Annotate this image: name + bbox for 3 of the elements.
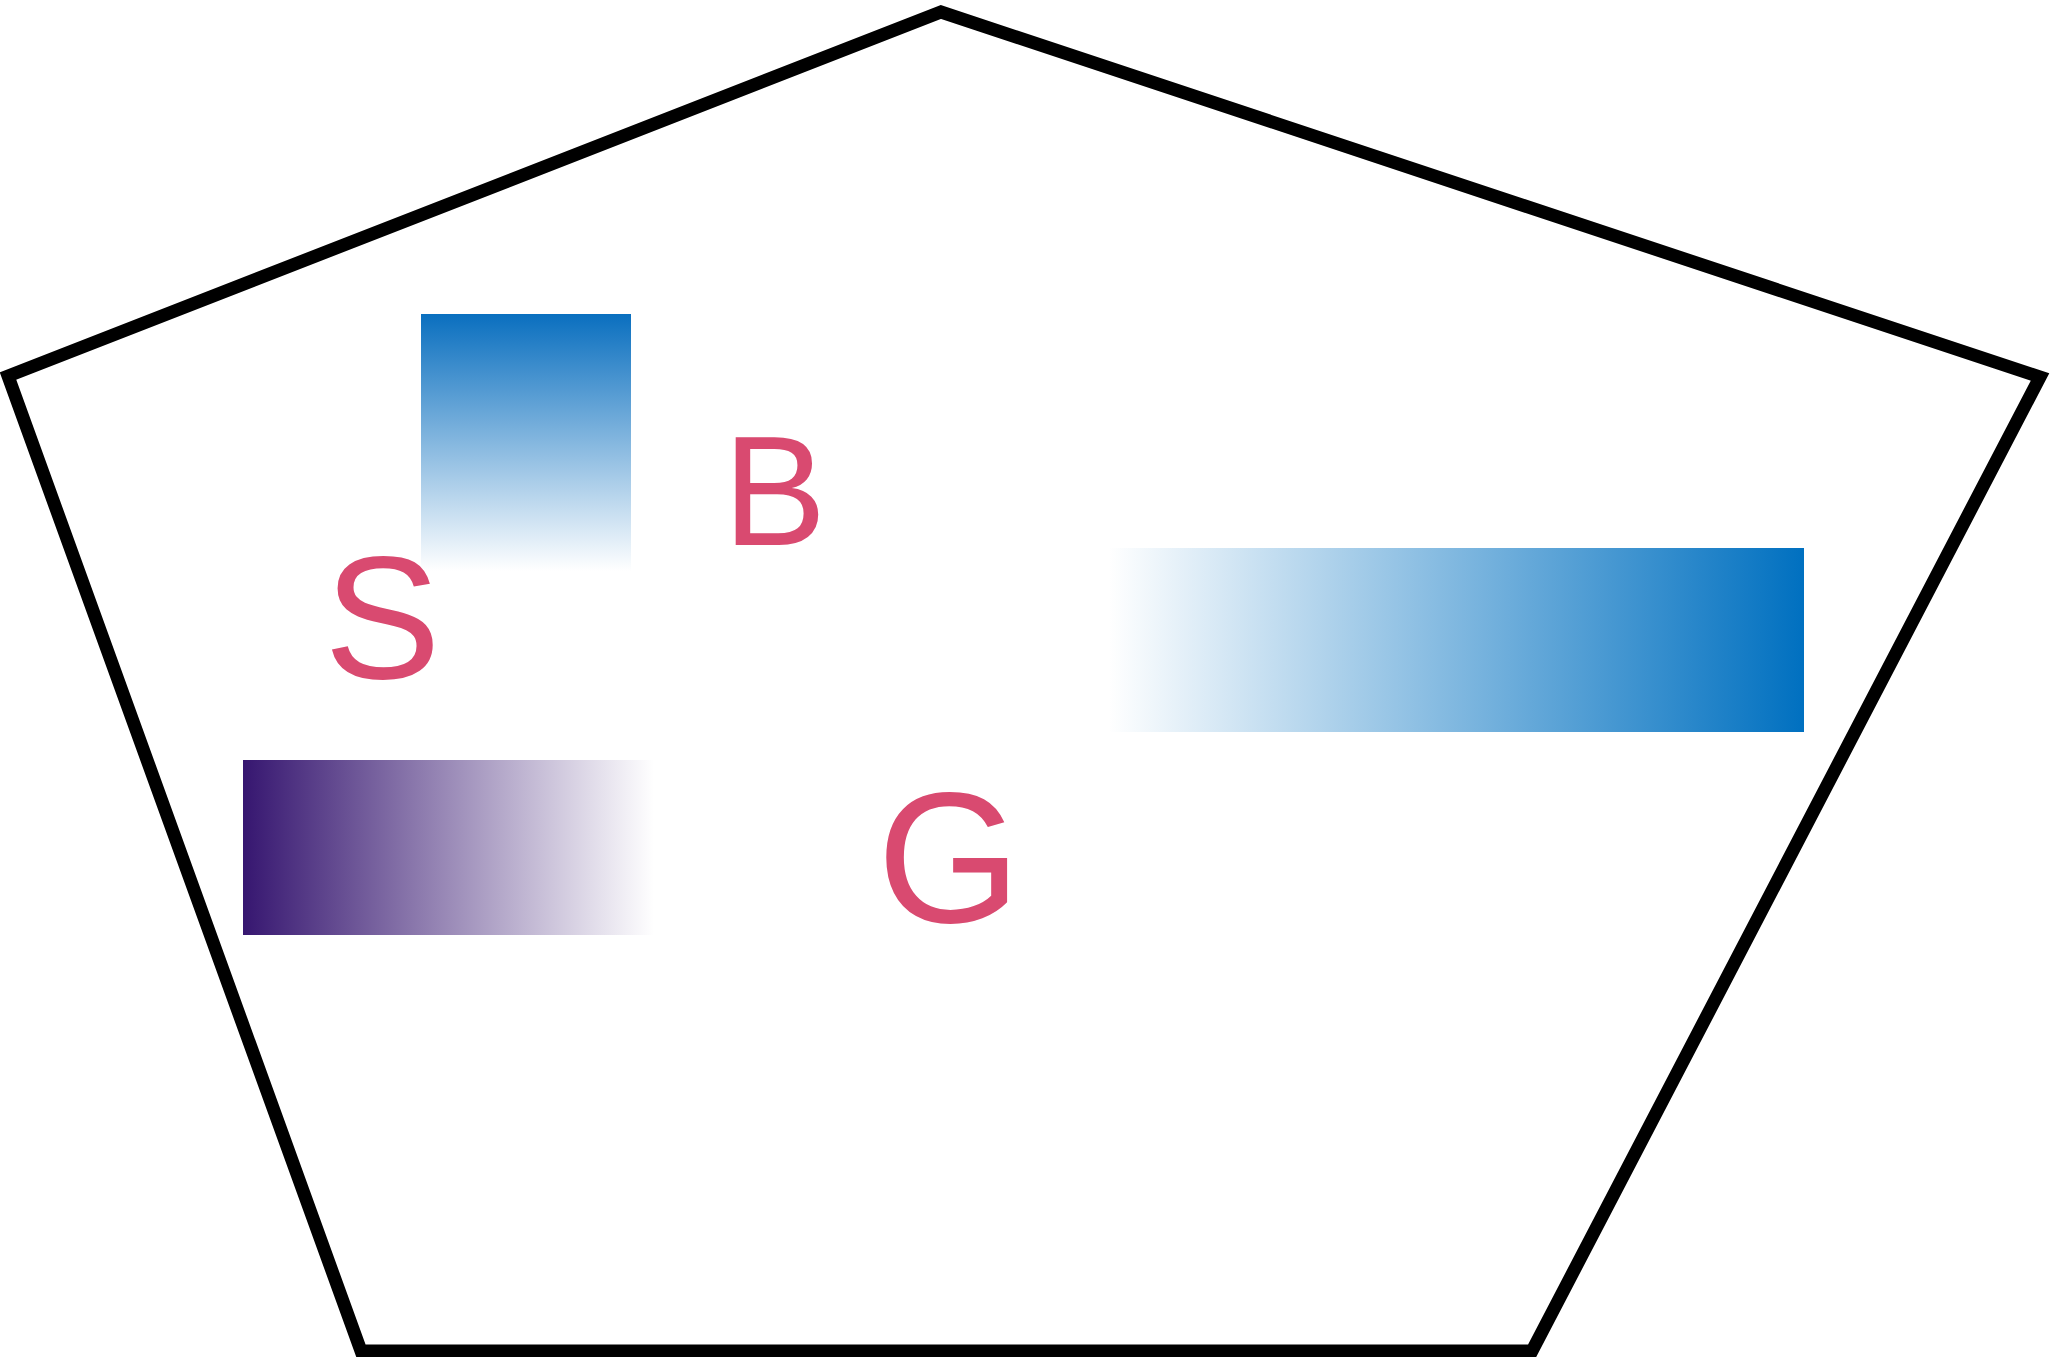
letter-label: S	[324, 530, 441, 705]
letter-label: B	[723, 414, 827, 569]
letter-label: G	[877, 766, 1021, 951]
